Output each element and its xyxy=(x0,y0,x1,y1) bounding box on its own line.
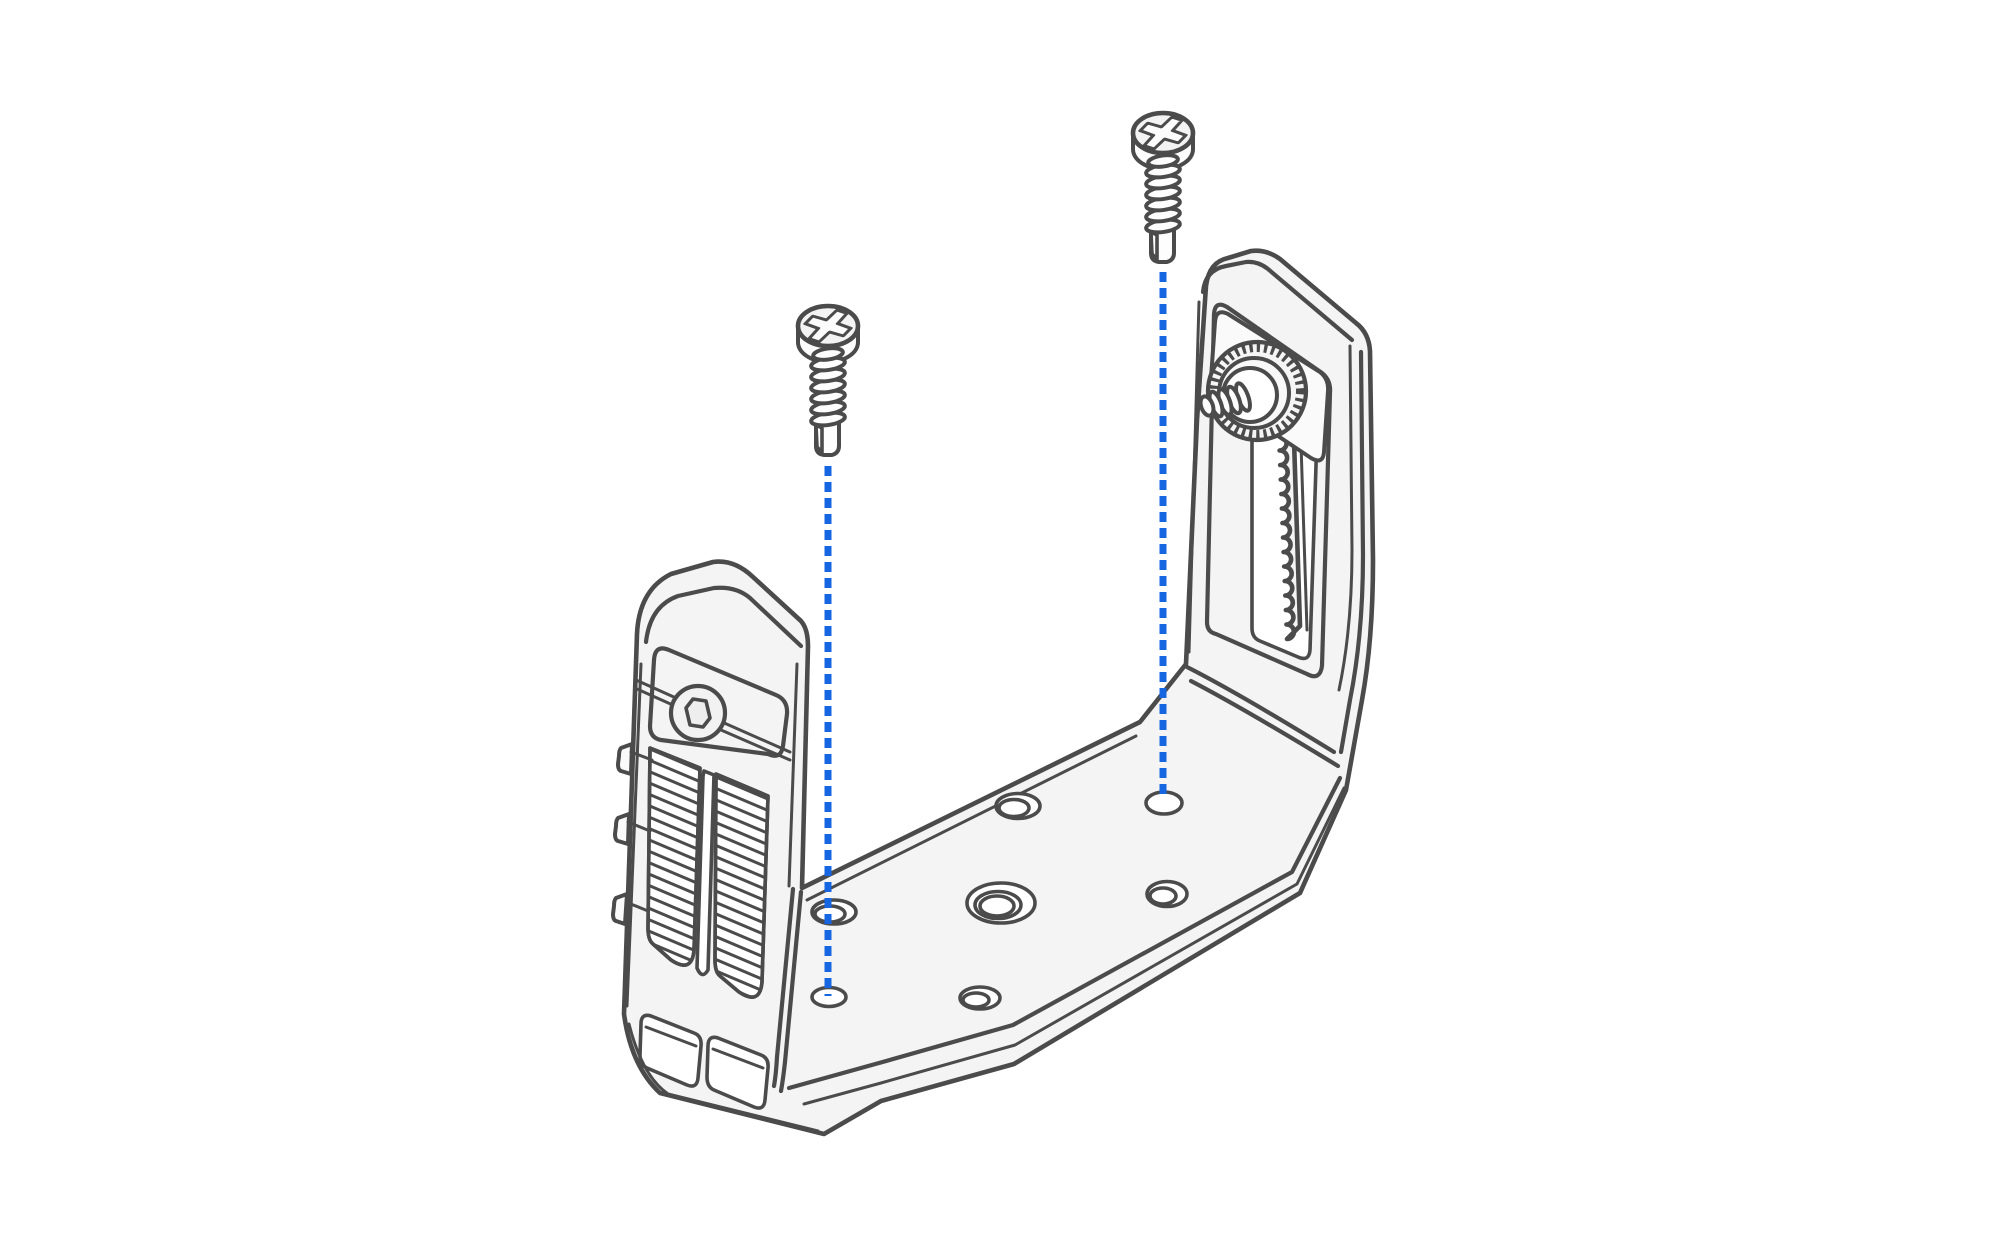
left-arm-bottom-bevel xyxy=(627,1022,820,1133)
base-edge-top xyxy=(786,775,1343,1091)
base-top-fold xyxy=(805,734,1138,902)
right-arm-top-edge-inner xyxy=(1200,259,1355,343)
alignment-guides xyxy=(824,272,1167,996)
serrated-rack xyxy=(1276,433,1303,642)
side-tabs xyxy=(611,742,654,926)
right-arm xyxy=(1187,259,1366,755)
ratchet-center-slot xyxy=(695,769,716,977)
left-arm xyxy=(611,585,820,1133)
thumb-knob xyxy=(1198,339,1309,443)
base-hole-right-guide-target xyxy=(1144,790,1184,816)
screw-left xyxy=(798,306,858,455)
left-arm-top-face-edge xyxy=(643,585,804,649)
base-hole-center-countersunk xyxy=(965,881,1037,925)
base-hole-left-guide-target xyxy=(810,985,848,1009)
mounting-bracket xyxy=(611,248,1376,1137)
right-arm-right-chamfer xyxy=(1337,344,1354,692)
base-hole xyxy=(810,898,858,926)
left-arm-base-gap xyxy=(771,886,804,1094)
left-arm-left-edge-inner xyxy=(625,662,643,1008)
base-hole xyxy=(958,985,1002,1011)
hex-socket xyxy=(684,697,712,729)
ratchet-strips xyxy=(646,746,770,999)
ratchet-strip-right xyxy=(713,772,770,999)
clamp-seam xyxy=(634,678,792,762)
base-hole xyxy=(1145,879,1189,909)
ratchet-strip-left xyxy=(646,746,702,967)
right-arm-recess xyxy=(1204,302,1333,679)
left-arm-right-edge-inner xyxy=(787,662,799,888)
knurl-ring xyxy=(1209,343,1305,439)
screw-right xyxy=(1133,113,1193,262)
base-hole xyxy=(994,791,1042,821)
rack-inner-wall xyxy=(1299,442,1309,632)
left-arm-panel xyxy=(647,646,790,758)
right-arm-left-edge-inner xyxy=(1187,300,1201,654)
base-right-fold-creases xyxy=(1184,664,1341,769)
right-arm-right-edge-inner xyxy=(1338,349,1366,755)
base-edge-bevel xyxy=(802,786,1346,1106)
threaded-stud xyxy=(1198,381,1252,419)
